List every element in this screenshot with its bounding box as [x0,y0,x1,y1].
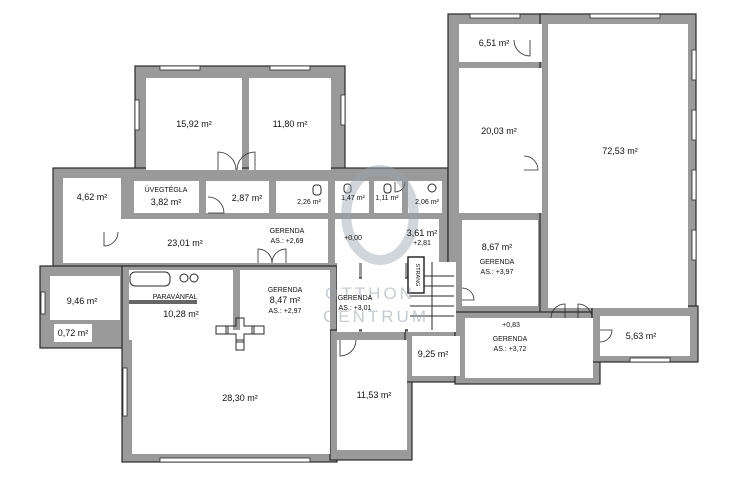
beam-level: AS.: +3,97 [481,269,514,276]
room-area-label: 2,06 m² [415,199,439,206]
watermark-line1: OTTHON [325,284,415,303]
room-area-label: 5,63 m² [626,331,657,341]
beam-label: GERENDA [338,295,373,302]
room-labels: 15,92 m² 11,80 m² 4,62 m² ÜVEGTÉGLA 3,82… [58,38,657,403]
room-area-label: 2,26 m² [297,199,321,206]
room-area-label: 4,62 m² [77,192,108,202]
room-area-label: 11,53 m² [357,390,392,400]
room-area-label: 3,61 m² [407,228,438,238]
partition-wall [129,300,197,304]
strang-label: STRANG [414,264,420,287]
watermark-line2: CENTRUM [323,307,429,326]
room-area-label: 1,47 m² [341,195,365,202]
stairs [407,256,454,330]
partition-label: PARAVÁNFAL [153,292,198,301]
room-area-label: 28,30 m² [222,393,258,403]
sink-icon [179,273,189,283]
beam-label: GERENDA [270,228,305,235]
fixtures [129,183,437,351]
watermark: OTTHON CENTRUM [323,165,429,326]
level-label: +2,81 [413,240,431,247]
room-area-label: 9,25 m² [418,349,449,359]
room-area-label: 20,03 m² [481,126,517,136]
beam-area: 8,47 m² [270,295,301,305]
room-area-label: 9,46 m² [67,296,98,306]
room-area-label: 10,28 m² [163,309,199,319]
room-area-label: 8,67 m² [482,242,513,252]
room-area-label: 11,80 m² [273,119,308,129]
bathtub-icon [129,271,171,287]
strang-box [407,256,425,294]
beam-level: AS.: +2,69 [271,238,304,245]
beam-level: AS.: +3,01 [339,305,372,312]
rooms [50,24,690,454]
room-area-label: 23,01 m² [167,238,203,248]
beam-label: GERENDA [493,336,528,343]
beam-level: AS.: +3,72 [494,346,527,353]
room-area-label: 1,11 m² [375,195,399,202]
beam-label: GERENDA [480,259,515,266]
room-area-label: 3,82 m² [151,197,182,207]
room-name-label: ÜVEGTÉGLA [145,185,188,194]
beam-level: AS.: +2,97 [269,308,302,315]
room-area-label: 2,87 m² [232,193,263,203]
toilet-icon [312,184,322,196]
level-label: +0,83 [502,322,520,329]
room-area-label: 15,92 m² [176,119,212,129]
windows [40,13,697,463]
beam-label: GERENDA [268,287,303,294]
room-area-label: 72,53 m² [602,146,638,156]
annotations: GERENDA AS.: +2,69 GERENDA 8,47 m² AS.: … [153,228,528,353]
doors [103,39,613,357]
level-label: +0,00 [344,235,362,242]
room-area-label: 6,51 m² [479,38,510,48]
room-area-label: 0,72 m² [58,328,89,338]
